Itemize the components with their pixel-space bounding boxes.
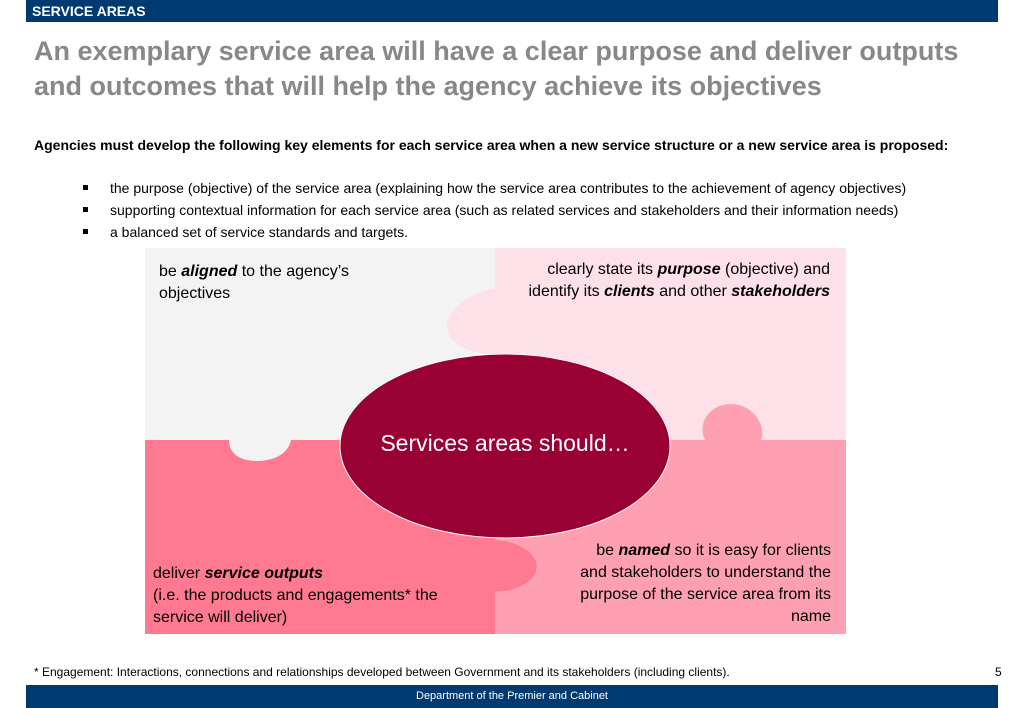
text-top-left: be aligned to the agency’s objectives — [159, 263, 350, 302]
page-number: 5 — [995, 665, 1002, 679]
emphasis-stakeholders: stakeholders — [731, 283, 830, 300]
square-bullet-icon — [83, 229, 88, 234]
bullet-item: a balanced set of service standards and … — [80, 221, 1015, 243]
center-ellipse — [339, 353, 671, 539]
emphasis-aligned: aligned — [181, 263, 238, 280]
footer-bar: Department of the Premier and Cabinet — [26, 685, 998, 708]
footer-label: Department of the Premier and Cabinet — [416, 690, 608, 702]
emphasis-clients: clients — [604, 283, 655, 300]
emphasis-purpose: purpose — [657, 261, 721, 278]
text-bottom-left: deliver service outputs (i.e. the produc… — [153, 565, 438, 626]
puzzle-diagram: be aligned to the agency’s objectives cl… — [145, 248, 846, 634]
intro-text: Agencies must develop the following key … — [34, 137, 949, 153]
bullet-item: the purpose (objective) of the service a… — [80, 177, 1015, 199]
text-top-right: clearly state its purpose (objective) an… — [528, 261, 831, 300]
square-bullet-icon — [83, 207, 88, 212]
slide-title: An exemplary service area will have a cl… — [34, 36, 959, 101]
section-label: SERVICE AREAS — [32, 3, 146, 19]
section-header: SERVICE AREAS — [26, 0, 998, 22]
bullet-list: the purpose (objective) of the service a… — [80, 177, 1015, 243]
text-bottom-right: be named so it is easy for clients and s… — [580, 542, 831, 625]
emphasis-service-outputs: service outputs — [204, 565, 323, 582]
bullet-item: supporting contextual information for ea… — [80, 199, 1015, 221]
footnote: * Engagement: Interactions, connections … — [34, 665, 730, 679]
square-bullet-icon — [83, 185, 88, 190]
emphasis-named: named — [618, 542, 671, 559]
center-label: Services areas should… — [380, 430, 630, 456]
puzzle-graphic — [145, 248, 846, 634]
